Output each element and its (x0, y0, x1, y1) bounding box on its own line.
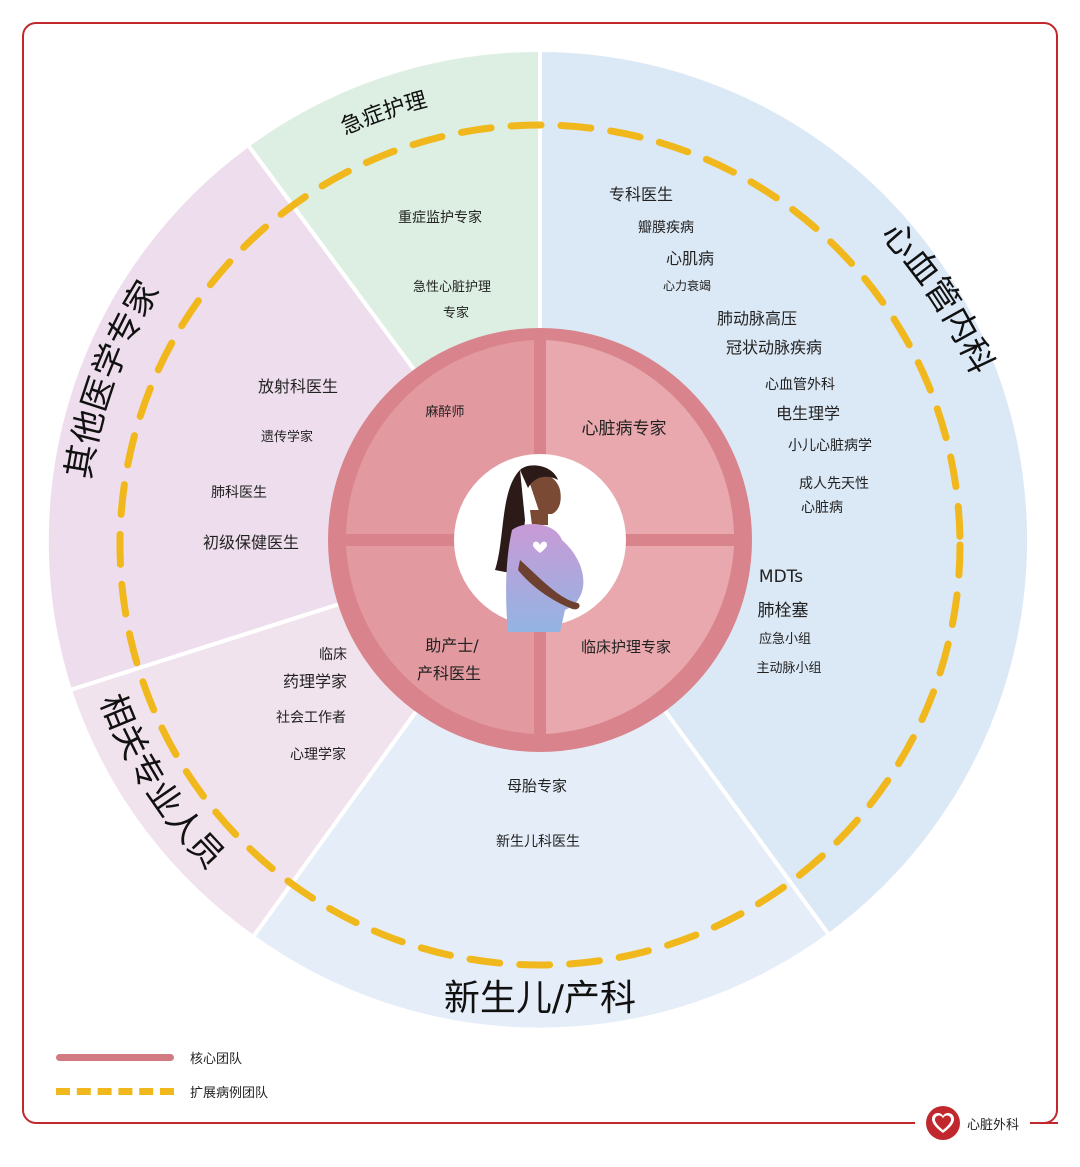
brand: 心脏外科 (925, 1104, 1019, 1142)
core-label-nurse: 临床护理专家 (581, 638, 671, 656)
cardiology-item: 心脏病 (801, 500, 843, 516)
legend-core-swatch (56, 1053, 174, 1061)
core-label-midwife-1: 助产士/ (425, 636, 479, 655)
cardiology-item: 主动脉小组 (756, 661, 821, 676)
heart-logo-icon (926, 1106, 960, 1140)
neonatal-item: 母胎专家 (507, 777, 567, 795)
neonatal-item: 新生儿科医生 (496, 834, 580, 850)
cardiology-item: 冠状动脉疾病 (726, 338, 822, 357)
legend-extended-label: 扩展病例团队 (190, 1085, 269, 1101)
sector-cardiology (538, 47, 1032, 938)
pregnant-woman-icon (495, 465, 584, 632)
legend-extended: 扩展病例团队 (56, 1074, 268, 1108)
brand-name: 心脏外科 (967, 1117, 1020, 1133)
core-label-midwife-2: 产科医生 (417, 664, 481, 683)
other-item: 遗传学家 (261, 429, 313, 445)
legend-extended-swatch (56, 1087, 174, 1095)
emergency-item: 重症监护专家 (398, 209, 482, 226)
sector-neonatal (250, 536, 832, 1032)
allied-item: 社会工作者 (276, 710, 346, 726)
cardiology-item: MDTs (759, 567, 803, 587)
cardiology-item: 瓣膜疾病 (638, 220, 694, 236)
extended-team-ring (116, 121, 964, 969)
cardiology-item: 心血管外科 (765, 377, 835, 393)
core-label-anesthesia: 麻醉师 (425, 404, 464, 420)
other-item: 初级保健医生 (203, 533, 299, 552)
cardiology-item: 电生理学 (776, 404, 840, 423)
other-item: 肺科医生 (211, 485, 267, 501)
cardiology-item: 应急小组 (759, 631, 811, 647)
cardiology-item: 肺动脉高压 (717, 309, 797, 328)
cardiology-item: 成人先天性 (799, 476, 869, 492)
other-item: 放射科医生 (258, 377, 338, 396)
allied-item: 药理学家 (283, 672, 347, 691)
cardiology-item: 心力衰竭 (663, 278, 711, 293)
emergency-item: 急性心脏护理 (413, 280, 491, 295)
cardiology-item: 肺栓塞 (758, 601, 809, 621)
allied-item: 心理学家 (290, 746, 346, 763)
frame-tail (1030, 1122, 1058, 1124)
legend-core-label: 核心团队 (190, 1051, 243, 1067)
cardiology-item: 心肌病 (666, 249, 714, 268)
emergency-item: 专家 (443, 305, 469, 321)
core-label-cardiologist: 心脏病专家 (582, 419, 667, 439)
outer-frame (22, 22, 1058, 1124)
allied-item: 临床 (319, 647, 347, 663)
legend-core: 核心团队 (56, 1040, 268, 1074)
cardiology-item: 专科医生 (609, 185, 673, 204)
sector-title-neonatal: 新生儿/产科 (444, 978, 636, 1019)
legend: 核心团队 扩展病例团队 (56, 1040, 268, 1108)
cardiology-item: 小儿心脏病学 (788, 438, 872, 454)
